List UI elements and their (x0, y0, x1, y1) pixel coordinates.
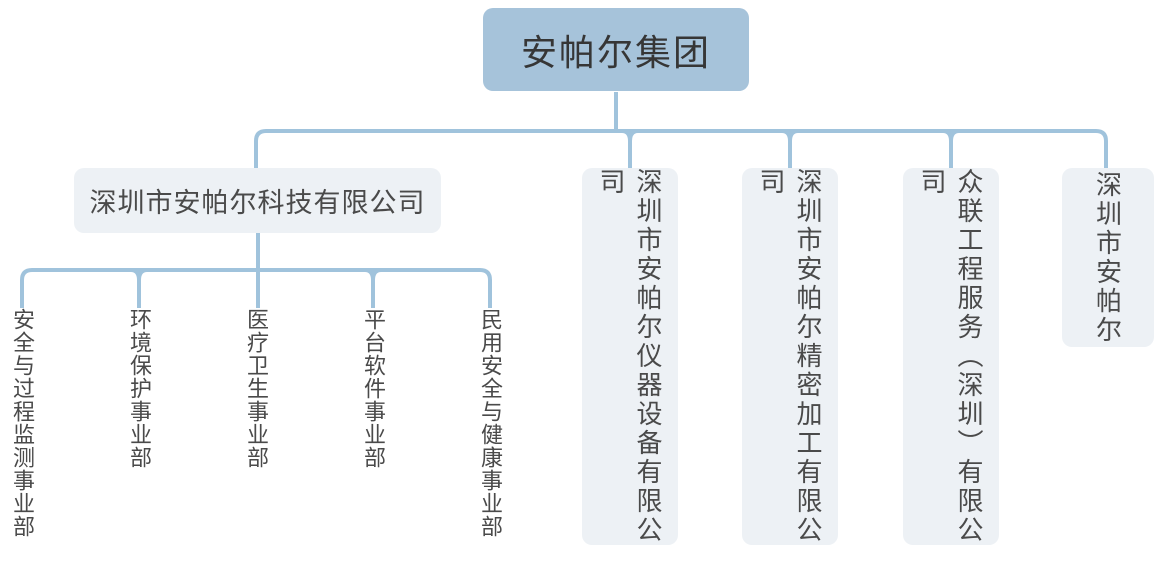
org-node-company-1: 深圳市安帕尔科技有限公司 (74, 168, 441, 233)
org-node-company-3: 深圳市安帕尔精密加工有限公司 (742, 168, 838, 545)
connector-company1-to-divisions (20, 233, 492, 308)
org-node-root: 安帕尔集团 (483, 8, 749, 91)
org-node-root-label: 安帕尔集团 (520, 31, 711, 73)
connector-drop-company-4-elbow (949, 129, 960, 142)
connector-companies-bar (254, 129, 1108, 168)
connector-root-to-companies (254, 92, 1108, 168)
connector-divisions-bar (20, 268, 492, 308)
connector-drop-division-2-elbow (137, 268, 148, 281)
org-node-company-5: 深圳市安帕尔 (1062, 168, 1154, 347)
org-node-division-2: 环境保护事业部 (127, 308, 152, 469)
org-node-division-4: 平台软件事业部 (361, 308, 386, 469)
org-node-division-3: 医疗卫生事业部 (244, 308, 269, 469)
org-node-company-3-label: 深圳市安帕尔精密加工有限公司 (756, 168, 823, 545)
org-node-division-5: 民用安全与健康事业部 (478, 308, 503, 538)
org-node-company-4-label: 众联工程服务（深圳）有限公司 (917, 168, 984, 545)
connector-drop-division-4-elbow (371, 268, 382, 281)
org-node-company-5-label: 深圳市安帕尔 (1092, 170, 1123, 345)
connector-drop-company-2-elbow (628, 129, 639, 142)
org-node-division-1: 安全与过程监测事业部 (10, 308, 35, 538)
org-node-company-2-label: 深圳市安帕尔仪器设备有限公司 (596, 168, 663, 545)
connector-drop-company-3-elbow (788, 129, 799, 142)
org-node-company-4: 众联工程服务（深圳）有限公司 (903, 168, 999, 545)
org-node-company-1-label: 深圳市安帕尔科技有限公司 (89, 188, 426, 218)
org-node-company-2: 深圳市安帕尔仪器设备有限公司 (582, 168, 678, 545)
